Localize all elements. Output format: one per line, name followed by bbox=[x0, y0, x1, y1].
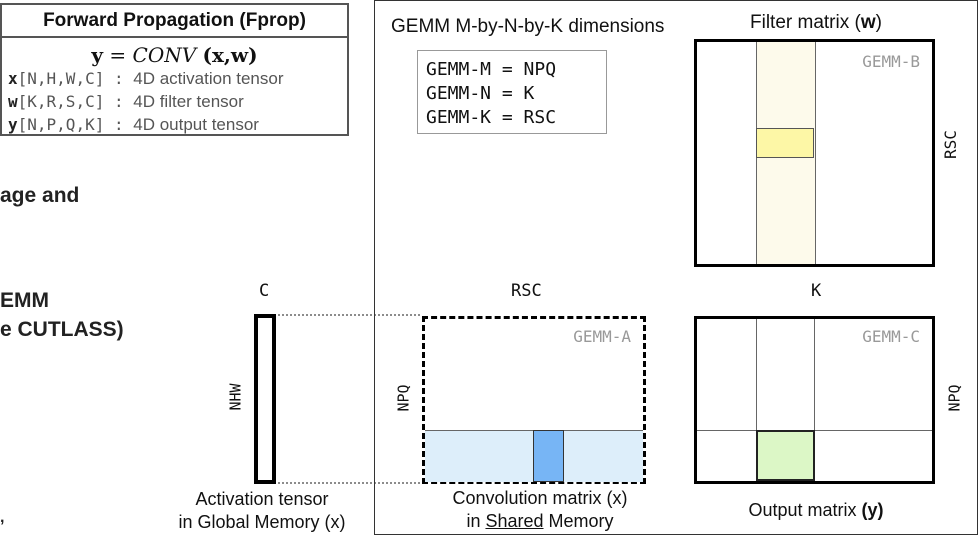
fprop-box: Forward Propagation (Fprop) y = CONV (x,… bbox=[0, 3, 349, 136]
gemm-dim-k: GEMM-K = RSC bbox=[426, 107, 557, 128]
partial-text-line4: , bbox=[0, 509, 5, 526]
gemm-dim-n: GEMM-N = K bbox=[426, 83, 535, 104]
tensor-dims: [N,H,W,C] bbox=[17, 69, 105, 88]
filter-side-label: RSC bbox=[940, 130, 960, 159]
tensor-row-w: w[K,R,S,C] : 4D filter tensor bbox=[8, 92, 244, 112]
gemm-b-tag: GEMM-B bbox=[862, 52, 920, 71]
partial-text-line3: e CUTLASS) bbox=[0, 318, 124, 341]
tensor-sep: : bbox=[104, 92, 134, 111]
tensor-desc: 4D activation tensor bbox=[133, 69, 284, 88]
tensor-var: x bbox=[8, 69, 18, 88]
output-col-line-left bbox=[756, 319, 757, 481]
output-side-label: NPQ bbox=[945, 384, 964, 412]
gemm-a-tag: GEMM-A bbox=[573, 327, 631, 346]
output-matrix: GEMM-C bbox=[694, 316, 935, 484]
gemm-dim-m: GEMM-M = NPQ bbox=[426, 59, 557, 80]
conv-side-label: NPQ bbox=[394, 384, 413, 412]
gemm-dims-heading: GEMM M-by-N-by-K dimensions bbox=[391, 16, 665, 37]
gemm-panel bbox=[374, 0, 978, 535]
eq-lhs: y bbox=[91, 43, 104, 67]
tensor-desc: 4D filter tensor bbox=[133, 92, 244, 111]
tensor-var: w bbox=[8, 92, 18, 111]
filter-matrix: GEMM-B bbox=[694, 39, 935, 267]
fprop-equation: y = CONV (x,w) bbox=[2, 43, 347, 67]
eq-func: CONV bbox=[132, 43, 197, 67]
tensor-sep: : bbox=[104, 69, 134, 88]
tensor-row-x: x[N,H,W,C] : 4D activation tensor bbox=[8, 69, 284, 89]
conv-top-label: RSC bbox=[511, 281, 542, 301]
eq-args: (x,w) bbox=[202, 43, 258, 67]
conv-matrix: GEMM-A bbox=[422, 316, 646, 484]
activation-tensor-bar bbox=[254, 314, 276, 484]
conv-tile bbox=[533, 430, 564, 482]
activation-caption-line1: Activation tensor bbox=[195, 489, 329, 509]
filter-tile bbox=[756, 128, 814, 158]
partial-text-line2: EMM bbox=[0, 289, 49, 312]
activation-caption-line2: in Global Memory (x) bbox=[178, 512, 346, 532]
gemm-dims-box: GEMM-M = NPQ GEMM-N = K GEMM-K = RSC bbox=[417, 50, 607, 134]
output-caption: Output matrix (y) bbox=[748, 500, 884, 520]
output-col-line-right bbox=[814, 319, 815, 481]
gemm-c-tag: GEMM-C bbox=[862, 327, 920, 346]
fprop-title: Forward Propagation (Fprop) bbox=[2, 5, 347, 38]
tensor-dims: [K,R,S,C] bbox=[17, 92, 105, 111]
tensor-sep: : bbox=[104, 115, 134, 134]
tensor-dims: [N,P,Q,K] bbox=[17, 115, 105, 134]
tensor-desc: 4D output tensor bbox=[133, 115, 259, 134]
eq-equals: = bbox=[103, 43, 133, 67]
conv-caption-line2: in Shared Memory bbox=[466, 511, 614, 531]
activation-channel-label: C bbox=[259, 281, 270, 301]
tensor-var: y bbox=[8, 115, 18, 134]
tensor-row-y: y[N,P,Q,K] : 4D output tensor bbox=[8, 115, 259, 135]
filter-bottom-label: K bbox=[811, 281, 822, 301]
filter-matrix-title: Filter matrix (w) bbox=[750, 12, 882, 33]
partial-text-line1: age and bbox=[0, 184, 80, 207]
conv-caption-line1: Convolution matrix (x) bbox=[452, 488, 628, 508]
output-tile bbox=[756, 430, 815, 481]
